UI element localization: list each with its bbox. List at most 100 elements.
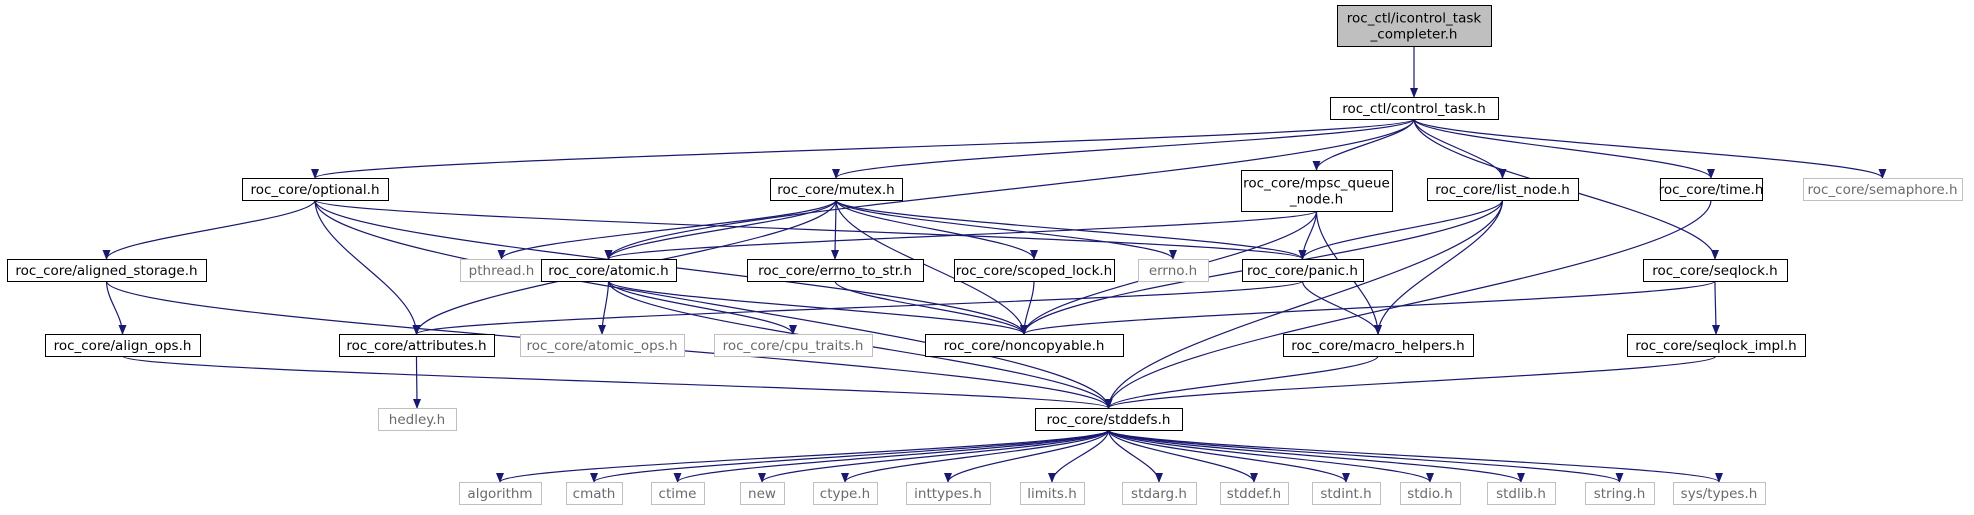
node-label: algorithm (467, 486, 532, 502)
node-box (925, 334, 1124, 357)
edge-stddefs-to-inttypes (944, 429, 1110, 483)
node-box (1330, 97, 1499, 120)
node-errno: errno.h (1138, 259, 1209, 282)
node-box (1585, 482, 1655, 505)
node-label: roc_ctl/control_task.h (1342, 101, 1486, 117)
node-label: roc_core/panic.h (1247, 263, 1358, 279)
edge-stddefs-to-stdlib (1107, 429, 1525, 483)
edge-macro_helpers-to-stddefs (1104, 355, 1379, 409)
edge-control_task-to-list_node (1413, 118, 1507, 179)
edge-seqlock-to-seqlock_impl (1711, 280, 1720, 335)
nodes-layer: roc_ctl/icontrol_task_completer.h roc_ctl… (7, 5, 1963, 505)
edge-control_task-to-mutex (832, 118, 1415, 179)
node-optional[interactable]: roc_core/optional.h (242, 178, 389, 201)
edge-stddefs-to-cmath (590, 429, 1110, 483)
node-label: roc_core/atomic.h (548, 263, 668, 279)
edges-layer (102, 46, 1887, 483)
edge-stddefs-to-stdio (1107, 429, 1434, 483)
node-label: roc_core/macro_helpers.h (1291, 338, 1465, 354)
node-seqlock_impl[interactable]: roc_core/seqlock_impl.h (1627, 334, 1806, 357)
node-box (651, 482, 705, 505)
node-pthread: pthread.h (460, 259, 544, 282)
edge-control_task-to-atomic (604, 118, 1415, 260)
node-label: stddef.h (1227, 486, 1281, 502)
node-atomic[interactable]: roc_core/atomic.h (541, 259, 677, 282)
node-mutex[interactable]: roc_core/mutex.h (770, 178, 903, 201)
edge-optional-to-panic (314, 199, 1307, 260)
edge-align_ops-to-stddefs (121, 355, 1113, 409)
node-time[interactable]: roc_core/time.h (1659, 178, 1764, 201)
node-errno_to_str[interactable]: roc_core/errno_to_str.h (747, 259, 924, 282)
edge-mutex-to-scoped_lock (835, 199, 1038, 260)
node-control_task[interactable]: roc_ctl/control_task.h (1330, 97, 1499, 120)
node-label: stdio.h (1407, 486, 1453, 502)
node-label: roc_core/atomic_ops.h (526, 338, 677, 354)
edge-stddefs-to-ctype (841, 429, 1110, 483)
node-box (459, 482, 542, 505)
node-label: roc_core/aligned_storage.h (15, 263, 197, 279)
node-label: _completer.h (1370, 27, 1458, 43)
node-attributes[interactable]: roc_core/attributes.h (339, 334, 495, 357)
node-box (1020, 482, 1085, 505)
node-stddefs[interactable]: roc_core/stddefs.h (1035, 408, 1183, 431)
node-label: roc_core/noncopyable.h (944, 338, 1105, 354)
node-label: roc_core/time.h (1659, 182, 1764, 198)
node-label: new (748, 486, 776, 502)
edge-optional-to-stddefs (314, 199, 1113, 409)
node-box (1283, 334, 1474, 357)
node-label: roc_core/mpsc_queue (1243, 176, 1390, 192)
node-macro_helpers[interactable]: roc_core/macro_helpers.h (1283, 334, 1474, 357)
node-ctime: ctime (651, 482, 705, 505)
node-icontrol[interactable]: roc_ctl/icontrol_task_completer.h (1337, 5, 1492, 47)
edge-control_task-to-time (1413, 118, 1715, 179)
node-noncopyable[interactable]: roc_core/noncopyable.h (925, 334, 1124, 357)
node-box (7, 259, 207, 282)
node-box (1803, 178, 1963, 201)
edge-seqlock-to-noncopyable (1020, 280, 1716, 335)
node-label: ctype.h (820, 486, 870, 502)
node-label: roc_core/optional.h (250, 182, 379, 198)
node-box (714, 334, 873, 357)
node-string: string.h (1585, 482, 1655, 505)
node-box (541, 259, 677, 282)
edge-mutex-to-noncopyable (835, 199, 1028, 335)
edge-list_node-to-macro_helpers (1374, 199, 1504, 335)
node-box (1427, 178, 1579, 201)
node-box (813, 482, 878, 505)
node-systypes: sys/types.h (1673, 482, 1766, 505)
node-align_ops[interactable]: roc_core/align_ops.h (45, 334, 201, 357)
node-box (1673, 482, 1766, 505)
node-hedley: hedley.h (378, 408, 457, 431)
node-panic[interactable]: roc_core/panic.h (1242, 259, 1364, 282)
edge-stddefs-to-ctime (673, 429, 1110, 483)
node-label: hedley.h (389, 412, 445, 428)
node-seqlock[interactable]: roc_core/seqlock.h (1643, 259, 1788, 282)
edge-seqlock_impl-to-stddefs (1104, 355, 1717, 409)
node-label: roc_core/stddefs.h (1047, 412, 1171, 428)
node-box (339, 334, 495, 357)
node-list_node[interactable]: roc_core/list_node.h (1427, 178, 1579, 201)
node-label: roc_core/align_ops.h (54, 338, 192, 354)
node-box (1138, 259, 1209, 282)
edge-stddefs-to-stddef (1107, 429, 1258, 483)
node-scoped_lock[interactable]: roc_core/scoped_lock.h (954, 259, 1115, 282)
node-limits: limits.h (1020, 482, 1085, 505)
node-box (378, 408, 457, 431)
node-aligned_storage[interactable]: roc_core/aligned_storage.h (7, 259, 207, 282)
edge-optional-to-attributes (314, 199, 421, 335)
node-box (1122, 482, 1197, 505)
node-cmath: cmath (566, 482, 623, 505)
edge-atomic-to-atomic_ops (598, 280, 610, 335)
edge-panic-to-macro_helpers (1301, 280, 1382, 335)
edge-mutex-to-atomic (604, 199, 837, 260)
edge-stddefs-to-systypes (1107, 429, 1723, 483)
node-stddef: stddef.h (1220, 482, 1289, 505)
node-box (740, 482, 785, 505)
edge-optional-to-aligned_storage (102, 199, 316, 260)
node-mpsc[interactable]: roc_core/mpsc_queue_node.h (1241, 170, 1393, 212)
edge-stddefs-to-new (758, 429, 1110, 483)
edge-atomic-to-noncopyable (607, 280, 1028, 335)
node-label: stdint.h (1320, 486, 1371, 502)
node-new: new (740, 482, 785, 505)
